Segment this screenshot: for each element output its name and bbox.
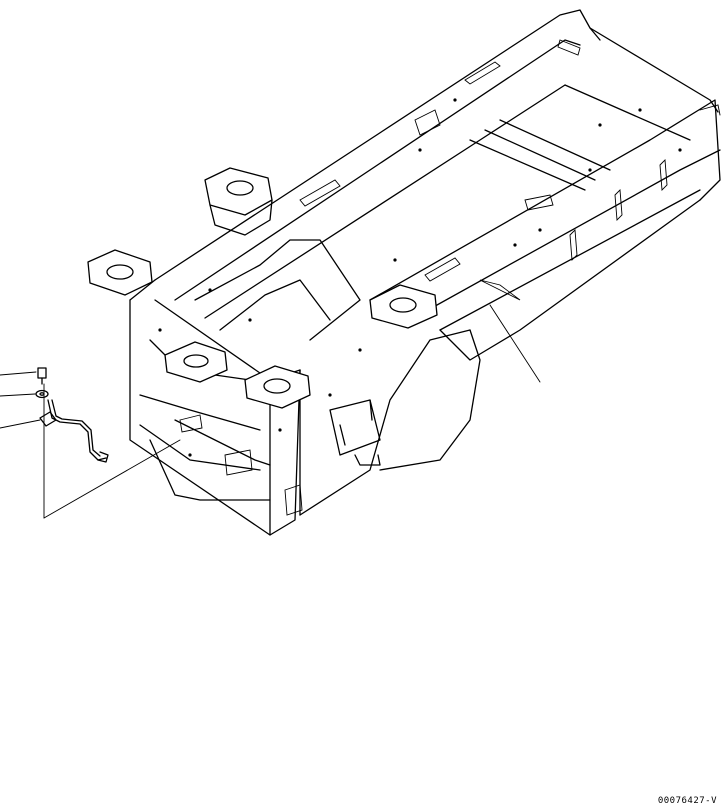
main-frame xyxy=(129,9,721,536)
rivet-dots xyxy=(158,98,682,457)
washer-part xyxy=(35,389,49,399)
leader-lines xyxy=(0,304,541,519)
drawing-code: 00076427-V xyxy=(657,796,717,806)
bracket-details xyxy=(179,39,721,516)
handle-bracket-part xyxy=(39,399,109,463)
mounting-pads xyxy=(87,167,438,409)
bolt-part xyxy=(37,367,47,385)
